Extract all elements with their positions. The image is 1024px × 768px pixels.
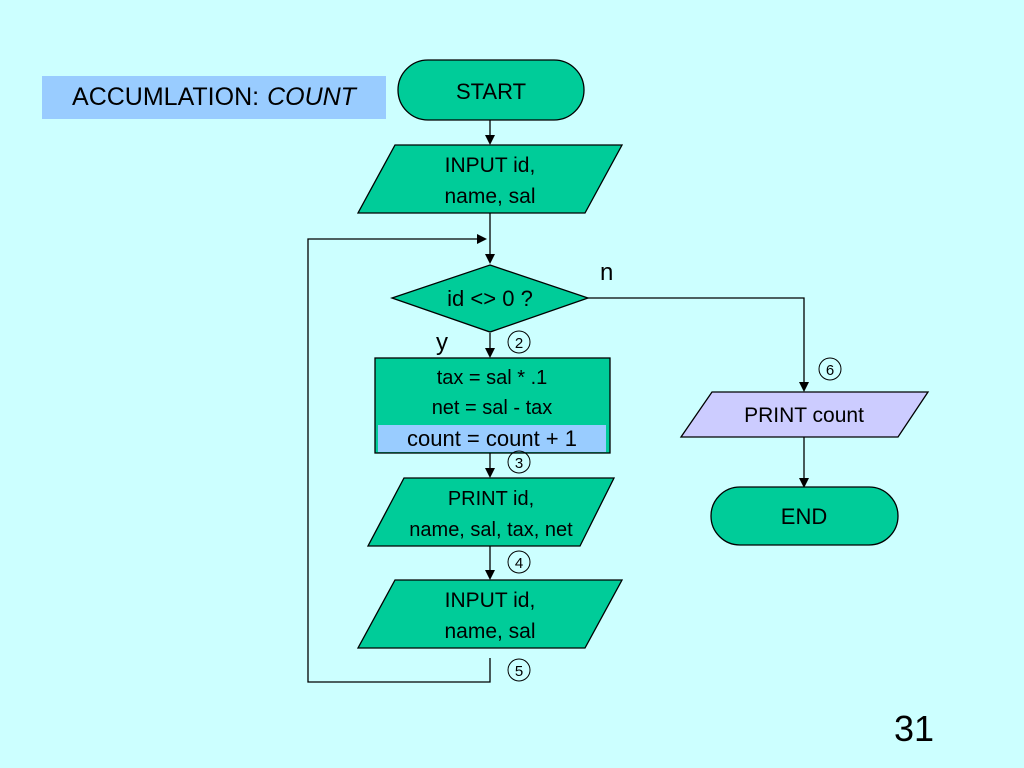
step-marker-3: 3	[507, 450, 531, 474]
decision-label: id <> 0 ?	[447, 286, 533, 311]
step-marker-2: 2	[507, 330, 531, 354]
decision-diamond: id <> 0 ?	[389, 264, 591, 333]
start-terminal: START	[397, 59, 585, 121]
start-label: START	[456, 79, 526, 104]
arrow-decision-to-print-count	[588, 297, 809, 392]
count-highlight	[378, 425, 606, 452]
print-count-parallelogram: PRINT count	[679, 391, 930, 438]
process-line-3: count = count + 1	[407, 426, 577, 451]
input-2-line-2: name, sal	[444, 620, 535, 643]
print-count-label: PRINT count	[744, 404, 864, 427]
input-1-parallelogram: INPUT id, name, sal	[356, 144, 624, 214]
input-2-parallelogram: INPUT id, name, sal	[356, 579, 624, 649]
step-marker-5: 5	[507, 658, 531, 682]
print-1-parallelogram: PRINT id, name, sal, tax, net	[366, 477, 616, 547]
svg-text:6: 6	[826, 362, 834, 379]
svg-text:2: 2	[515, 335, 523, 352]
svg-text:3: 3	[515, 455, 523, 472]
svg-text:5: 5	[515, 663, 523, 680]
step-marker-6: 6	[818, 357, 842, 381]
process-line-2: net = sal - tax	[432, 397, 553, 419]
slide-title: ACCUMLATION: COUNT	[42, 76, 386, 119]
print-1-line-1: PRINT id,	[448, 488, 534, 510]
print-1-line-2: name, sal, tax, net	[409, 519, 573, 541]
end-terminal: END	[710, 486, 899, 546]
process-box: tax = sal * .1 net = sal - tax count = c…	[374, 357, 611, 454]
input-1-line-2: name, sal	[444, 185, 535, 208]
loop-back-line	[307, 234, 491, 683]
input-1-line-1: INPUT id,	[445, 154, 536, 177]
connectors	[307, 120, 809, 683]
process-line-1: tax = sal * .1	[437, 367, 548, 389]
svg-text:4: 4	[515, 555, 523, 572]
title-emphasis: COUNT	[267, 83, 356, 111]
step-marker-4: 4	[507, 550, 531, 574]
page-number: 31	[893, 708, 934, 749]
yes-label: y	[436, 329, 448, 356]
title-prefix: ACCUMLATION:	[72, 83, 260, 111]
end-label: END	[781, 504, 827, 529]
no-label: n	[600, 259, 613, 286]
input-2-line-1: INPUT id,	[445, 589, 536, 612]
